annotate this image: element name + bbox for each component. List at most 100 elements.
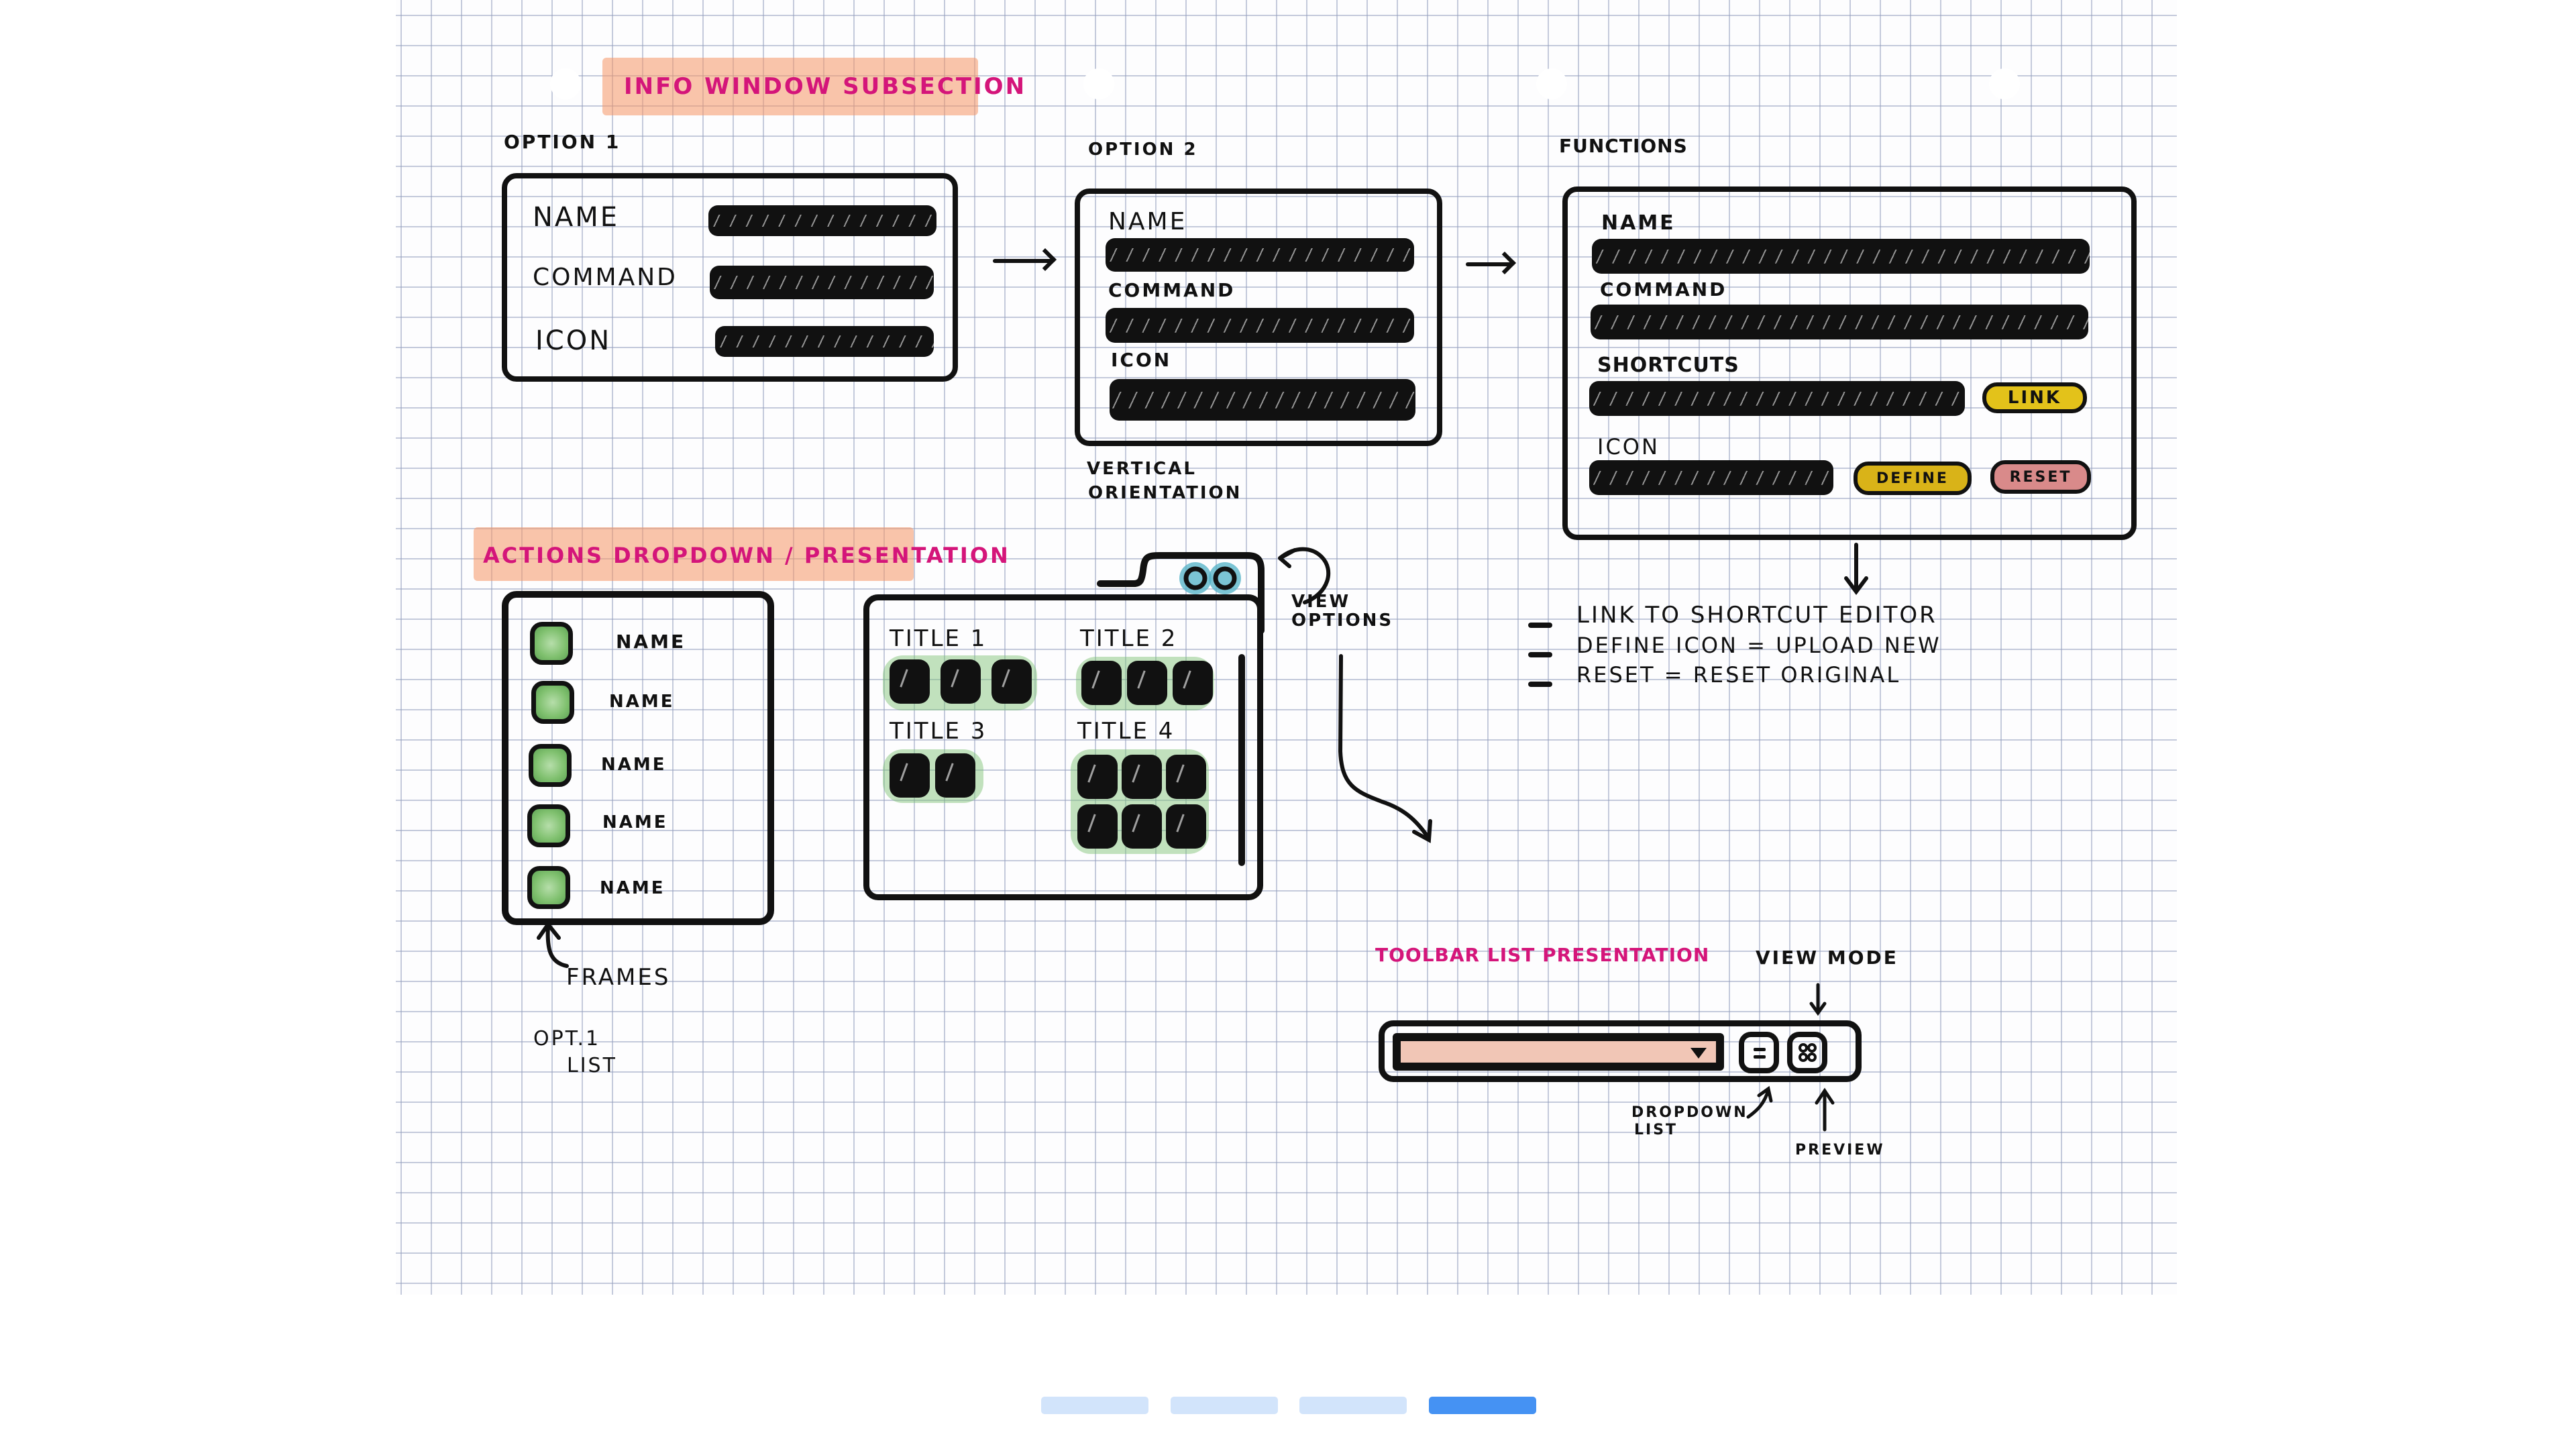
- view-options-tab: [1097, 552, 1265, 634]
- graph-paper-sketch: [396, 0, 2177, 1295]
- bullet-dash: [1528, 682, 1552, 687]
- toolbar: [1379, 1020, 1862, 1082]
- arrow-up-icon: [1746, 1085, 1773, 1119]
- arrow-right-icon: [1466, 262, 1511, 266]
- dropdown-list-button[interactable]: [1739, 1032, 1779, 1073]
- tile-group-title: TITLE 3: [890, 718, 987, 745]
- option1-name-field[interactable]: [708, 205, 936, 236]
- functions-name-field[interactable]: [1592, 239, 2090, 274]
- list-item-name[interactable]: NAME: [601, 755, 667, 775]
- option1-icon-field[interactable]: [715, 326, 934, 357]
- tile-icon[interactable]: [1166, 755, 1206, 799]
- option2-field-label: ICON: [1111, 349, 1172, 371]
- curved-arrow-icon: [1278, 547, 1331, 604]
- tile-icon[interactable]: [1077, 804, 1118, 849]
- list-item-name[interactable]: NAME: [616, 631, 686, 653]
- reset-button[interactable]: RESET: [1990, 460, 2091, 494]
- dropdown-list-label: DROPDOWN: [1631, 1104, 1748, 1121]
- arrow-right-icon: [993, 259, 1052, 263]
- opt1-list-label: OPT.1: [533, 1027, 601, 1051]
- functions-shortcuts-field[interactable]: [1589, 381, 1965, 416]
- option1-label: OPTION 1: [504, 131, 621, 153]
- scrollbar[interactable]: [1238, 654, 1245, 866]
- page-indicator-2[interactable]: [1171, 1397, 1278, 1414]
- vertical-orientation-note: ORIENTATION: [1088, 483, 1242, 503]
- tiles-panel: TITLE 1 TITLE 2 TITLE 3 TITLE 4: [863, 594, 1263, 900]
- arrow-down-icon: [1338, 654, 1432, 843]
- title-highlight: [474, 527, 914, 581]
- tile-icon[interactable]: [1173, 661, 1213, 705]
- actions-dropdown-title: ACTIONS DROPDOWN / PRESENTATION: [483, 543, 1010, 568]
- functions-field-label: COMMAND: [1600, 278, 1727, 301]
- preview-label: PREVIEW: [1795, 1142, 1885, 1159]
- tile-icon[interactable]: [890, 753, 930, 798]
- frame-icon: [531, 681, 574, 724]
- frame-icon: [529, 744, 572, 787]
- arrow-down-icon: [1844, 543, 1868, 595]
- option1-field-label: COMMAND: [533, 264, 678, 291]
- view-mode-label: VIEW MODE: [1756, 947, 1898, 969]
- option2-name-field[interactable]: [1106, 238, 1414, 272]
- option1-command-field[interactable]: [710, 266, 934, 299]
- functions-note: LINK TO SHORTCUT EDITOR: [1576, 602, 1937, 629]
- list-icon: [1754, 1048, 1766, 1051]
- preview-button[interactable]: [1787, 1032, 1827, 1073]
- list-icon: [1754, 1055, 1766, 1059]
- frames-label: FRAMES: [566, 964, 671, 991]
- option1-field-label: ICON: [535, 325, 612, 356]
- option1-panel: NAME COMMAND ICON: [502, 173, 958, 382]
- tile-icon[interactable]: [1122, 804, 1162, 849]
- page-indicator-1[interactable]: [1041, 1397, 1148, 1414]
- opt1-list-label: LIST: [567, 1054, 617, 1077]
- tile-icon[interactable]: [890, 659, 930, 704]
- tile-icon[interactable]: [935, 753, 975, 798]
- list-item-name[interactable]: NAME: [600, 878, 665, 898]
- option2-field-label: COMMAND: [1108, 279, 1236, 301]
- info-window-title: INFO WINDOW SUBSECTION: [624, 73, 1027, 100]
- list-item-name[interactable]: NAME: [609, 692, 675, 712]
- punch-hole: [1989, 68, 2020, 99]
- functions-field-label: SHORTCUTS: [1597, 354, 1739, 377]
- define-button[interactable]: DEFINE: [1854, 462, 1972, 495]
- tile-icon[interactable]: [1077, 755, 1118, 799]
- toolbar-title: TOOLBAR LIST PRESENTATION: [1375, 944, 1710, 966]
- tile-icon[interactable]: [1127, 661, 1167, 705]
- punch-hole: [550, 68, 581, 99]
- option2-command-field[interactable]: [1106, 308, 1414, 343]
- option2-icon-field[interactable]: [1110, 379, 1415, 421]
- functions-field-label: NAME: [1601, 211, 1676, 235]
- frame-icon: [527, 866, 570, 909]
- bullet-dash: [1528, 623, 1552, 628]
- tile-icon[interactable]: [941, 659, 981, 704]
- view-options-label: VIEW: [1291, 592, 1351, 612]
- option2-panel: NAME COMMAND ICON: [1075, 189, 1442, 446]
- link-button[interactable]: LINK: [1982, 382, 2087, 413]
- punch-hole: [1083, 68, 1114, 99]
- tile-icon[interactable]: [1122, 755, 1162, 799]
- actions-list-panel: NAME NAME NAME NAME NAME: [502, 591, 774, 925]
- tile-icon[interactable]: [991, 659, 1032, 704]
- view-options-label: OPTIONS: [1291, 610, 1394, 631]
- vertical-orientation-note: VERTICAL: [1087, 459, 1197, 479]
- tile-icon[interactable]: [1166, 804, 1206, 849]
- arrow-up-icon: [537, 920, 569, 968]
- toolbar-dropdown-field[interactable]: [1393, 1033, 1724, 1071]
- arrow-up-icon: [1815, 1087, 1835, 1132]
- option2-label: OPTION 2: [1088, 140, 1198, 160]
- functions-icon-field[interactable]: [1589, 460, 1833, 495]
- functions-field-label: ICON: [1597, 434, 1660, 460]
- functions-note: DEFINE ICON = UPLOAD NEW: [1576, 633, 1941, 658]
- option2-field-label: NAME: [1108, 208, 1187, 235]
- tile-icon[interactable]: [1081, 661, 1122, 705]
- list-item-name[interactable]: NAME: [602, 812, 668, 833]
- frame-icon: [527, 804, 570, 847]
- page-indicator-4-active[interactable]: [1429, 1397, 1536, 1414]
- tile-group-title: TITLE 4: [1077, 718, 1175, 745]
- dropdown-list-label: LIST: [1634, 1122, 1678, 1138]
- dropdown-caret-icon: [1690, 1048, 1707, 1059]
- page-indicator-3[interactable]: [1299, 1397, 1407, 1414]
- functions-command-field[interactable]: [1591, 305, 2088, 339]
- functions-panel: NAME COMMAND SHORTCUTS LINK ICON DEFINE …: [1562, 186, 2137, 540]
- tile-group-title: TITLE 2: [1080, 625, 1178, 652]
- title-highlight: [602, 58, 978, 115]
